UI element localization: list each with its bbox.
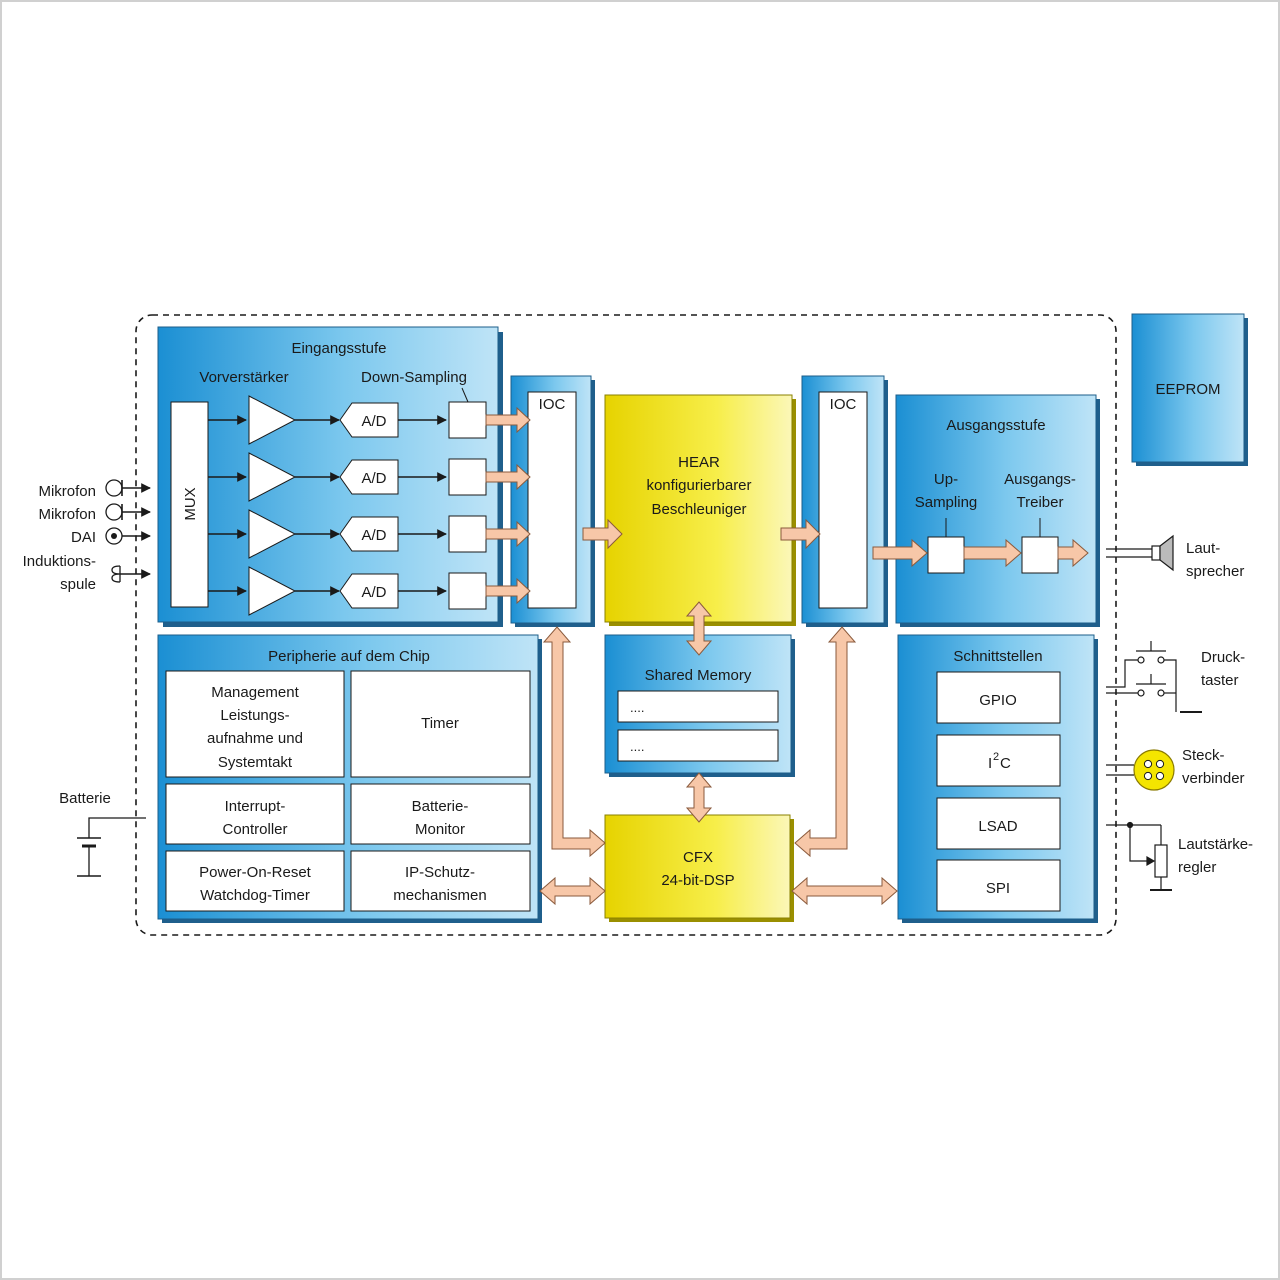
volume-potentiometer-icon [1106, 821, 1172, 891]
upsampling-label-2: Sampling [915, 494, 978, 511]
interfaces-block: Schnittstellen GPIO I 2 C LSAD SPI [897, 634, 1098, 923]
management-line-1: Management [211, 684, 299, 701]
memory-slot-1: .... [630, 700, 644, 715]
ioc-out-label: IOC [830, 396, 857, 413]
mux-label: MUX [182, 487, 199, 520]
connector-icon [1106, 749, 1175, 791]
por-line-2: Watchdog-Timer [200, 887, 310, 904]
input-channel-1: A/D [208, 395, 487, 445]
adc-2-label: A/D [361, 470, 386, 487]
hear-accelerator-block: HEAR konfigurierbarer Beschleuniger [604, 394, 796, 626]
data-bus-arrows [485, 406, 1089, 906]
eeprom-label: EEPROM [1155, 381, 1220, 398]
downsampler-3 [448, 515, 487, 553]
input-channel-3: A/D [208, 509, 487, 559]
adc-1-label: A/D [361, 413, 386, 430]
hear-line-1: HEAR [678, 454, 720, 471]
external-inputs: Mikrofon Mikrofon DAI Induktions- spule [23, 479, 151, 593]
driver-box [1021, 536, 1059, 574]
interfaces-title: Schnittstellen [953, 648, 1042, 665]
hear-line-2: konfigurierbarer [646, 477, 751, 494]
connector-label-2: verbinder [1182, 770, 1245, 787]
i2c-label-sup: 2 [993, 751, 999, 763]
volume-label-2: regler [1178, 859, 1216, 876]
pushbutton-icon [1106, 641, 1202, 713]
cfx-line-1: CFX [683, 849, 713, 866]
eeprom-block: EEPROM [1131, 313, 1248, 466]
cfx-line-2: 24-bit-DSP [661, 872, 734, 889]
coil-label-2: spule [60, 576, 96, 593]
battery-icon: Batterie [59, 790, 146, 877]
interrupt-line-1: Interrupt- [225, 798, 286, 815]
adc-4-label: A/D [361, 584, 386, 601]
output-stage-title: Ausgangsstufe [946, 417, 1045, 434]
driver-label-2: Treiber [1017, 494, 1064, 511]
input-channel-2: A/D [208, 452, 487, 502]
ip-line-1: IP-Schutz- [405, 864, 475, 881]
dai-label: DAI [71, 529, 96, 546]
cfx-dsp-block: CFX 24-bit-DSP [604, 814, 794, 922]
downsampling-label: Down-Sampling [361, 369, 467, 386]
timer-label: Timer [421, 715, 459, 732]
management-line-2: Leistungs- [220, 707, 289, 724]
shared-memory-title: Shared Memory [645, 667, 752, 684]
microphone-1-icon [105, 479, 151, 497]
mic2-label: Mikrofon [38, 506, 96, 523]
speaker-label-1: Laut- [1186, 540, 1220, 557]
coil-label-1: Induktions- [23, 553, 96, 570]
battery-monitor-line-2: Monitor [415, 821, 465, 838]
i2c-label-tail: C [1000, 755, 1011, 772]
peripherals-title: Peripherie auf dem Chip [268, 648, 430, 665]
speaker-icon: Laut- sprecher [1106, 534, 1244, 580]
downsampler-4 [448, 572, 487, 610]
driver-label-1: Ausgangs- [1004, 471, 1076, 488]
mic1-label: Mikrofon [38, 483, 96, 500]
input-stage-title: Eingangsstufe [291, 340, 386, 357]
dai-socket-icon [105, 527, 151, 545]
battery-label: Batterie [59, 790, 111, 807]
gpio-label: GPIO [979, 692, 1017, 709]
preamp-label: Vorverstärker [199, 369, 288, 386]
ioc-out-block: IOC [801, 375, 888, 627]
interrupt-line-2: Controller [222, 821, 287, 838]
i2c-label-base: I [988, 755, 992, 772]
speaker-label-2: sprecher [1186, 563, 1244, 580]
pushbutton-label-2: taster [1201, 672, 1239, 689]
ip-line-2: mechanismen [393, 887, 486, 904]
pushbutton-label-1: Druck- [1201, 649, 1245, 666]
lsad-label: LSAD [978, 818, 1017, 835]
chip-boundary [135, 314, 1117, 936]
microphone-2-icon [105, 503, 151, 521]
volume-label-1: Lautstärke- [1178, 836, 1253, 853]
memory-slot-2: .... [630, 739, 644, 754]
input-channel-4: A/D [208, 566, 487, 616]
management-line-3: aufnahme und [207, 730, 303, 747]
peripherals-block: Peripherie auf dem Chip Management Leist… [157, 634, 542, 923]
management-line-4: Systemtakt [218, 754, 293, 771]
output-stage-block: Ausgangsstufe Up- Sampling Ausgangs- Tre… [895, 394, 1100, 627]
induction-coil-icon [111, 565, 151, 583]
spi-label: SPI [986, 880, 1010, 897]
battery-monitor-line-1: Batterie- [412, 798, 469, 815]
upsampling-label-1: Up- [934, 471, 958, 488]
connector-label-1: Steck- [1182, 747, 1225, 764]
downsampler-1 [448, 401, 487, 439]
upsampler-box [927, 536, 965, 574]
mux-box [170, 401, 209, 608]
downsampler-2 [448, 458, 487, 496]
adc-3-label: A/D [361, 527, 386, 544]
por-line-1: Power-On-Reset [199, 864, 312, 881]
ioc-in-label: IOC [539, 396, 566, 413]
hear-line-3: Beschleuniger [651, 501, 746, 518]
shared-memory-block: Shared Memory .... .... [604, 634, 795, 777]
